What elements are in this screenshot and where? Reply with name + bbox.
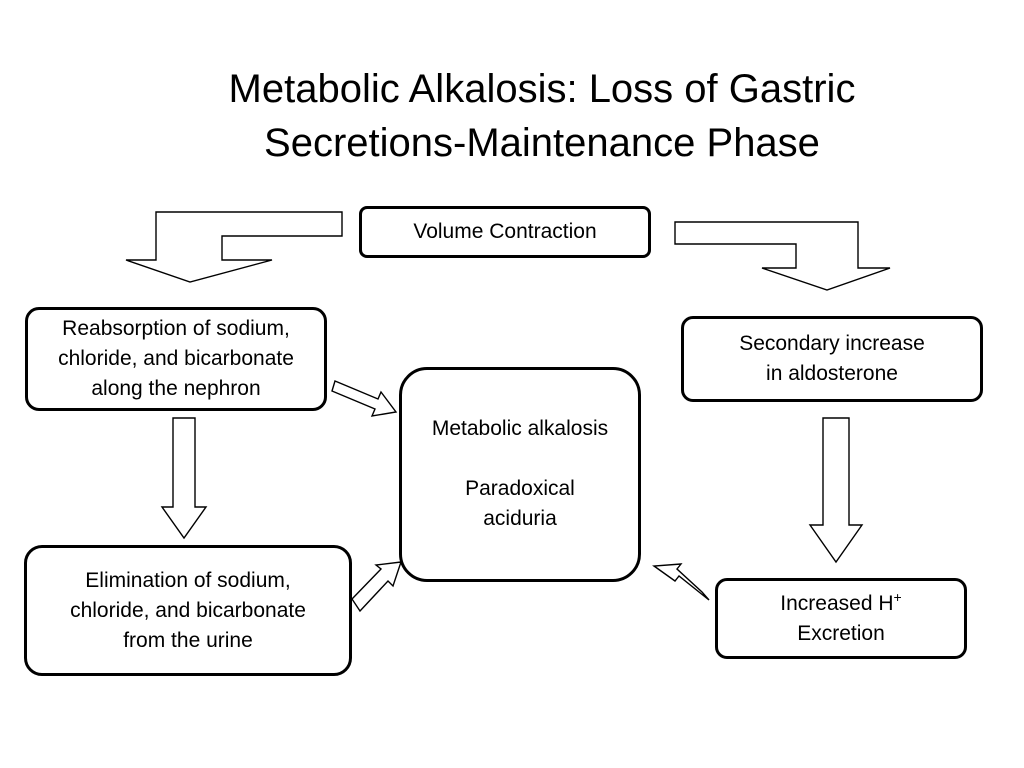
node-h-excretion-line-2: Excretion bbox=[797, 621, 885, 645]
node-volume-contraction: Volume Contraction bbox=[359, 206, 651, 258]
arrow-volume-to-reabsorption bbox=[125, 211, 343, 283]
node-center-line-1: Metabolic alkalosis bbox=[431, 417, 609, 440]
node-volume-contraction-label: Volume Contraction bbox=[413, 220, 597, 243]
node-reabsorption-line-3: along the nephron bbox=[91, 377, 261, 400]
node-reabsorption-line-2: chloride, and bicarbonate bbox=[58, 347, 294, 370]
node-elimination-line-3: from the urine bbox=[123, 628, 253, 652]
arrow-reabsorption-to-center bbox=[331, 380, 398, 417]
node-elimination-line-2: chloride, and bicarbonate bbox=[70, 598, 306, 622]
node-aldosterone-line-1: Secondary increase bbox=[739, 332, 925, 355]
arrow-elimination-to-center bbox=[351, 561, 403, 613]
page-title: Metabolic Alkalosis: Loss of Gastric Sec… bbox=[90, 62, 994, 170]
arrow-h-excretion-to-center bbox=[652, 563, 710, 601]
node-center-line-3: aciduria bbox=[483, 507, 557, 530]
node-reabsorption: Reabsorption of sodium, chloride, and bi… bbox=[25, 307, 327, 411]
node-h-excretion-line-1: Increased H+ bbox=[780, 589, 901, 619]
node-center-line-2: Paradoxical bbox=[465, 477, 575, 500]
arrow-reabsorption-to-elimination bbox=[160, 417, 208, 540]
node-elimination-line-1: Elimination of sodium, bbox=[85, 568, 291, 592]
node-aldosterone-line-2: in aldosterone bbox=[766, 362, 898, 385]
node-h-excretion-superscript: + bbox=[893, 588, 902, 605]
node-h-excretion-text: Increased H bbox=[780, 591, 894, 615]
arrow-volume-to-aldosterone bbox=[674, 221, 891, 291]
arrow-aldosterone-to-h-excretion bbox=[808, 417, 864, 564]
node-reabsorption-line-1: Reabsorption of sodium, bbox=[62, 317, 290, 340]
title-line-1: Metabolic Alkalosis: Loss of Gastric bbox=[228, 67, 856, 111]
title-line-2: Secretions-Maintenance Phase bbox=[264, 121, 820, 165]
node-elimination: Elimination of sodium, chloride, and bic… bbox=[24, 545, 352, 676]
node-metabolic-alkalosis: Metabolic alkalosis Paradoxical aciduria bbox=[399, 367, 641, 582]
node-h-excretion: Increased H+ Excretion bbox=[715, 578, 967, 659]
node-aldosterone: Secondary increase in aldosterone bbox=[681, 316, 983, 402]
